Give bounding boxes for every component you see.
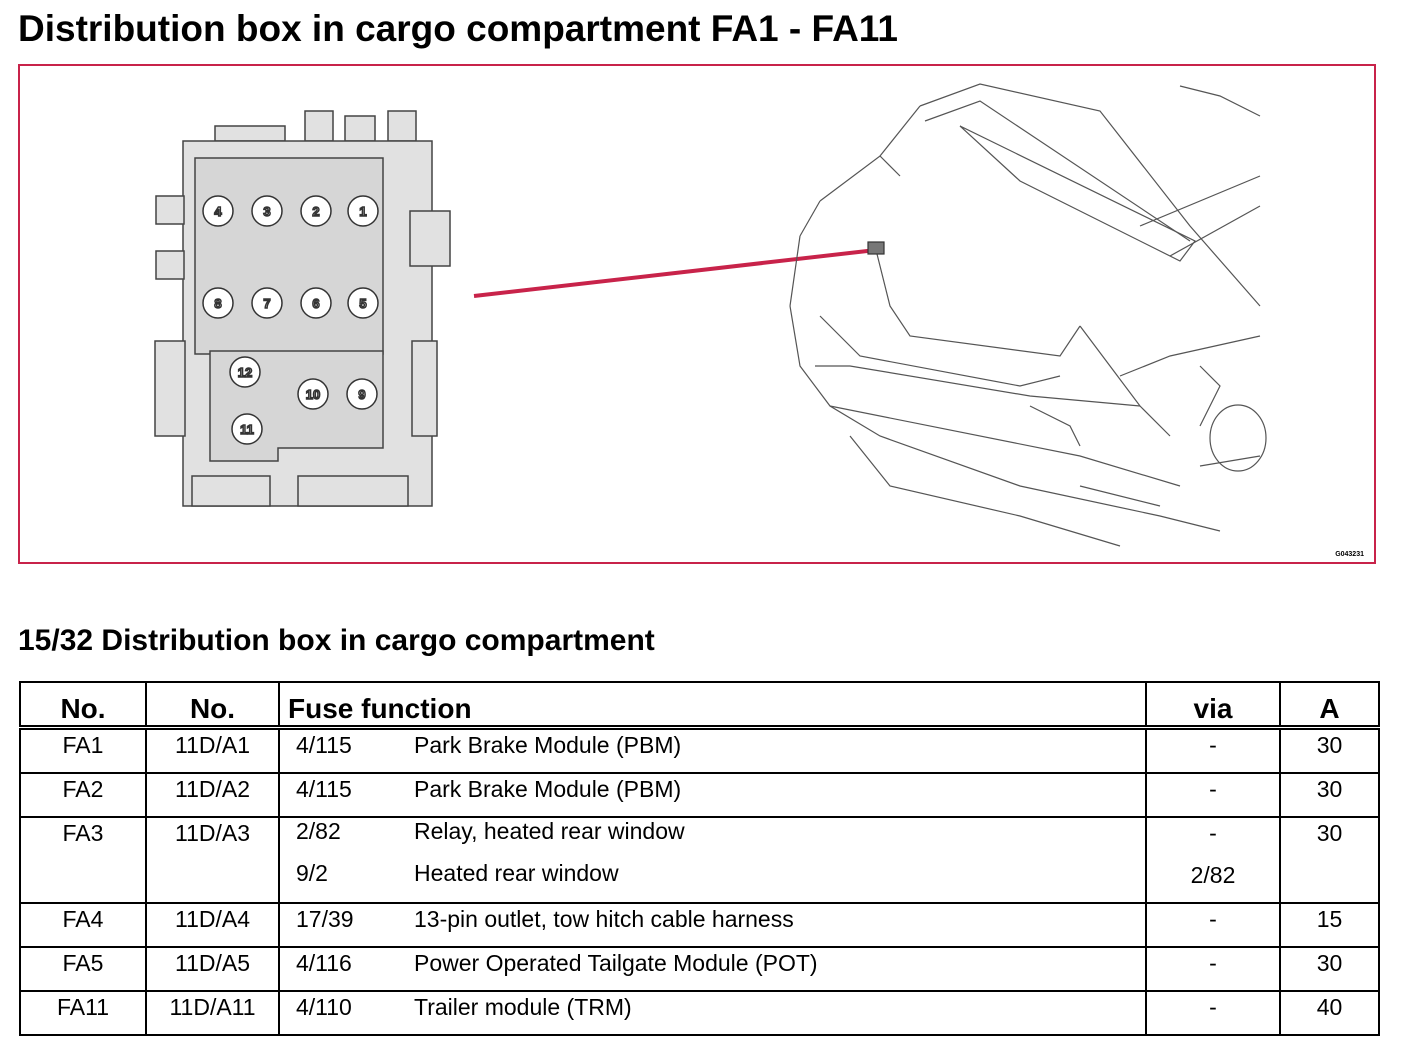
cell-no2: 11D/A3 (145, 817, 280, 904)
fuse-slot-8: 8 (202, 287, 234, 319)
page-title: Distribution box in cargo compartment FA… (18, 8, 898, 49)
svg-text:7: 7 (263, 296, 270, 311)
fuse-slot-10: 10 (297, 378, 329, 410)
function-desc: Power Operated Tailgate Module (POT) (414, 950, 818, 976)
header-via: via (1145, 681, 1281, 730)
cell-no: FA11 (19, 991, 147, 1036)
function-code: 4/115 (296, 732, 352, 758)
cell-no: FA3 (19, 817, 147, 904)
header-fuse-function: Fuse function (278, 681, 1147, 730)
cell-amps: 30 (1279, 947, 1380, 992)
svg-text:4: 4 (214, 204, 222, 219)
function-code: 4/110 (296, 994, 352, 1020)
car-cargo-drawing (789, 83, 1267, 547)
cell-amps: 15 (1279, 903, 1380, 948)
fuse-slot-5: 5 (347, 287, 379, 319)
fuse-slot-12: 12 (229, 356, 261, 388)
fuse-slot-9: 9 (346, 378, 378, 410)
svg-text:1: 1 (359, 204, 366, 219)
function-desc: Heated rear window (414, 860, 619, 886)
figure-code: G043231 (1335, 551, 1364, 558)
table-row: FA5 11D/A5 4/116 Power Operated Tailgate… (19, 947, 1380, 992)
cell-no: FA2 (19, 773, 147, 818)
fuse-box-drawing (154, 110, 451, 507)
table-row: FA1 11D/A1 4/115 Park Brake Module (PBM)… (19, 727, 1380, 774)
header-amps: A (1279, 681, 1380, 730)
cell-fuse-function: 17/39 13-pin outlet, tow hitch cable har… (278, 903, 1147, 948)
svg-text:12: 12 (238, 365, 252, 380)
function-code: 9/2 (296, 860, 328, 886)
fuse-box-figure: 4 3 2 1 8 7 6 5 12 10 9 11 (18, 64, 1376, 564)
fuse-slot-4: 4 (202, 195, 234, 227)
table-row: FA3 11D/A3 2/82 Relay, heated rear windo… (19, 817, 1380, 904)
fuse-slot-2: 2 (300, 195, 332, 227)
cell-amps: 30 (1279, 773, 1380, 818)
cell-amps: 40 (1279, 991, 1380, 1036)
fuse-slot-1: 1 (347, 195, 379, 227)
cell-via: - (1145, 903, 1281, 948)
function-code: 2/82 (296, 818, 341, 844)
cell-via: - (1145, 947, 1281, 992)
svg-text:8: 8 (214, 296, 221, 311)
table-row: FA4 11D/A4 17/39 13-pin outlet, tow hitc… (19, 903, 1380, 948)
cell-no2: 11D/A11 (145, 991, 280, 1036)
cell-via: - (1145, 773, 1281, 818)
fuse-table: No. No. Fuse function via A FA1 11D/A1 4… (19, 681, 1380, 1036)
location-pointer (473, 248, 877, 298)
function-desc: Park Brake Module (PBM) (414, 776, 682, 802)
function-desc: Relay, heated rear window (414, 818, 685, 844)
svg-text:10: 10 (306, 387, 320, 402)
cell-no2: 11D/A2 (145, 773, 280, 818)
svg-text:3: 3 (263, 204, 270, 219)
function-desc: Park Brake Module (PBM) (414, 732, 682, 758)
cell-via: - 2/82 (1145, 817, 1281, 904)
svg-text:9: 9 (358, 387, 365, 402)
cell-fuse-function: 2/82 Relay, heated rear window 9/2 Heate… (278, 817, 1147, 904)
svg-text:11: 11 (240, 422, 254, 437)
function-desc: Trailer module (TRM) (414, 994, 632, 1020)
header-no: No. (19, 681, 147, 730)
svg-text:6: 6 (312, 296, 319, 311)
cell-fuse-function: 4/115 Park Brake Module (PBM) (278, 773, 1147, 818)
cell-no: FA5 (19, 947, 147, 992)
figure-illustration: 4 3 2 1 8 7 6 5 12 10 9 11 (154, 83, 1267, 547)
function-code: 4/115 (296, 776, 352, 802)
cell-via: - (1145, 727, 1281, 774)
svg-text:2: 2 (312, 204, 319, 219)
cell-fuse-function: 4/116 Power Operated Tailgate Module (PO… (278, 947, 1147, 992)
function-code: 17/39 (296, 906, 354, 932)
cell-no2: 11D/A1 (145, 727, 280, 774)
function-desc: 13-pin outlet, tow hitch cable harness (414, 906, 794, 932)
svg-text:5: 5 (359, 296, 366, 311)
table-row: FA11 11D/A11 4/110 Trailer module (TRM) … (19, 991, 1380, 1036)
cell-via: - (1145, 991, 1281, 1036)
header-no2: No. (145, 681, 280, 730)
cell-amps: 30 (1279, 727, 1380, 774)
fuse-slot-6: 6 (300, 287, 332, 319)
cell-fuse-function: 4/115 Park Brake Module (PBM) (278, 727, 1147, 774)
cell-fuse-function: 4/110 Trailer module (TRM) (278, 991, 1147, 1036)
fuse-slots: 4 3 2 1 8 7 6 5 12 10 9 11 (202, 195, 379, 445)
cell-no2: 11D/A4 (145, 903, 280, 948)
cell-no: FA1 (19, 727, 147, 774)
fuse-slot-3: 3 (251, 195, 283, 227)
cell-no: FA4 (19, 903, 147, 948)
fuse-slot-7: 7 (251, 287, 283, 319)
table-row: FA2 11D/A2 4/115 Park Brake Module (PBM)… (19, 773, 1380, 818)
table-header-row: No. No. Fuse function via A (19, 681, 1380, 730)
cell-no2: 11D/A5 (145, 947, 280, 992)
section-title: 15/32 Distribution box in cargo compartm… (18, 624, 655, 657)
fuse-slot-11: 11 (231, 413, 263, 445)
cell-amps: 30 (1279, 817, 1380, 904)
function-code: 4/116 (296, 950, 352, 976)
